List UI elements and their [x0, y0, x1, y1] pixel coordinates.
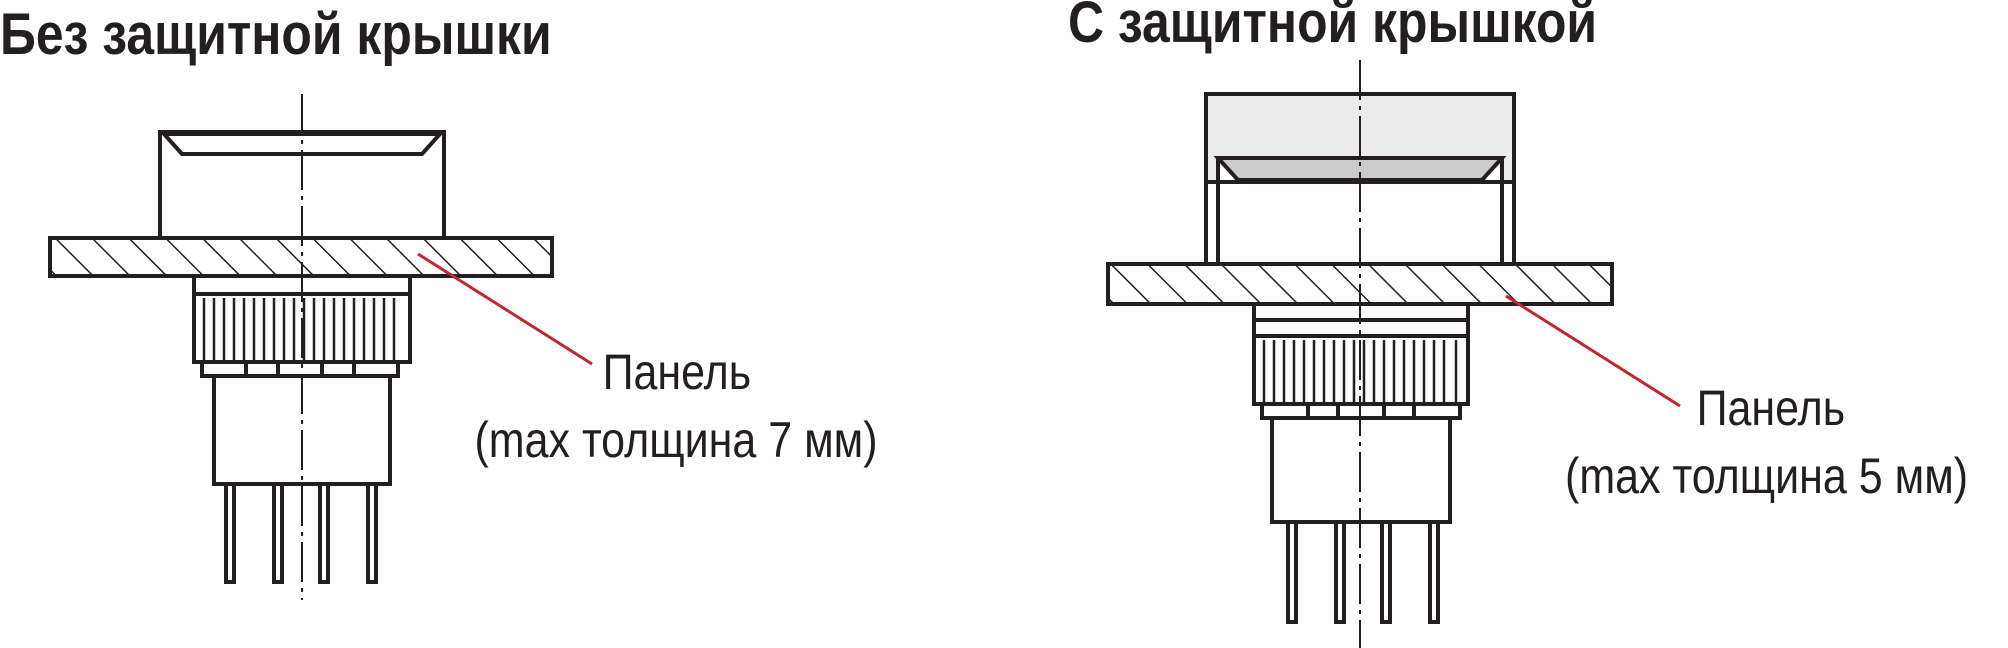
terminal-pin-4 — [366, 482, 378, 584]
terminal-pin-covered-3 — [1380, 520, 1392, 624]
panel-label-left-thickness: (max толщина 7 мм) — [474, 412, 878, 468]
leader-line-left — [417, 252, 593, 366]
panel-label-right-thickness: (max толщина 5 мм) — [1565, 448, 1969, 504]
tab-covered-3 — [1412, 402, 1462, 420]
title-without-cover: Без защитной крышки — [0, 2, 552, 67]
tab-covered-1 — [1260, 402, 1310, 420]
panel-label-left: Панель (max толщина 7 мм) — [474, 338, 877, 474]
leader-line-right — [1505, 294, 1681, 408]
panel-label-left-name: Панель — [602, 344, 752, 400]
nut-knurling — [202, 298, 396, 360]
panel-label-right-name: Панель — [1696, 380, 1846, 436]
tab-3 — [352, 360, 400, 378]
terminal-pin-3 — [318, 482, 330, 584]
terminal-pin-1 — [224, 482, 236, 584]
terminal-pin-covered-4 — [1428, 520, 1440, 624]
terminal-pin-covered-1 — [1286, 520, 1298, 624]
tab-1 — [200, 360, 248, 378]
panel-label-right: Панель (max толщина 5 мм) — [1565, 374, 1968, 510]
title-with-cover: С защитной крышкой — [1068, 0, 1598, 55]
terminal-pin-2 — [272, 482, 284, 584]
tab-2 — [276, 360, 324, 378]
nut-knurling-covered — [1262, 340, 1458, 402]
terminal-pin-covered-2 — [1334, 520, 1346, 624]
